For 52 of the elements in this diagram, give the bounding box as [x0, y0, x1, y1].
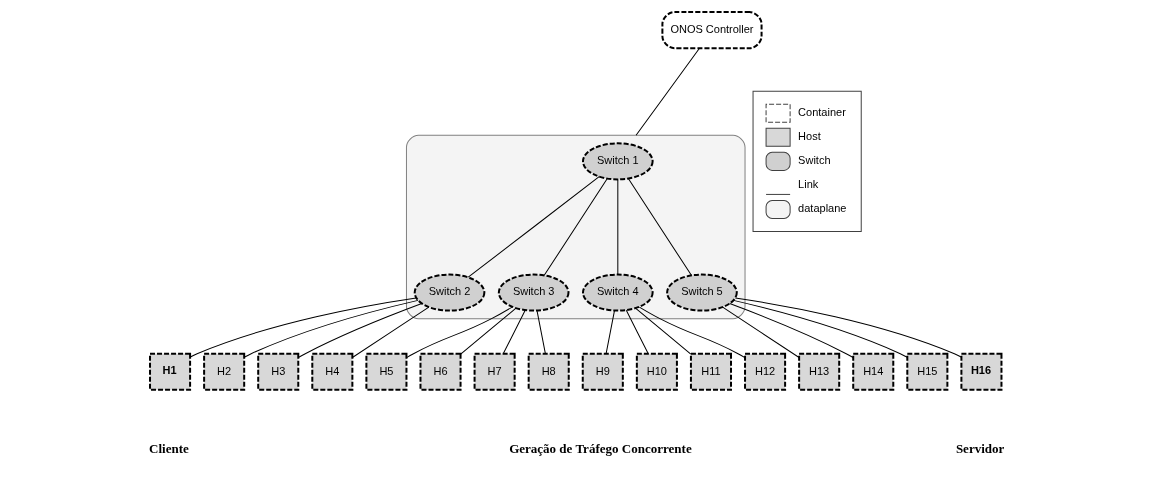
node-box: H5: [365, 352, 408, 391]
node-box: H3: [257, 352, 300, 391]
node-ellipse: Switch 2: [413, 273, 486, 312]
node-box: H7: [473, 352, 516, 391]
node-box: H9: [581, 352, 624, 391]
connector: [189, 297, 417, 358]
connector: [543, 178, 608, 276]
connector: [638, 306, 746, 359]
node-box: H2: [203, 352, 246, 391]
connector: [460, 307, 517, 355]
node-box: H1: [149, 352, 192, 391]
connector: [729, 303, 854, 358]
connector: [635, 47, 700, 136]
node-box: H11: [689, 352, 732, 391]
node-box: H12: [744, 352, 787, 391]
connector: [406, 306, 513, 359]
label: Servidor: [955, 441, 1005, 457]
node-box: H15: [906, 352, 949, 391]
label: Cliente: [149, 441, 189, 457]
connector: [732, 299, 908, 358]
label: Geração de Tráfego Concorrente: [509, 441, 692, 457]
node-box: ONOS Controller: [661, 11, 763, 50]
connector: [625, 309, 649, 354]
connector: [722, 306, 800, 358]
connector: [467, 176, 600, 278]
node-ellipse: Switch 1: [582, 142, 654, 181]
connector: [635, 307, 692, 355]
connector: [243, 299, 419, 358]
connector: [536, 310, 546, 355]
node-box: H16: [960, 352, 1003, 391]
connector: [502, 309, 526, 354]
connector: [605, 310, 615, 355]
node-box: H14: [852, 352, 895, 391]
node-box: H4: [311, 352, 354, 391]
legend-label: dataplane: [798, 202, 847, 215]
node-ellipse: Switch 3: [497, 273, 570, 312]
node-ellipse: Switch 5: [666, 273, 738, 312]
legend-label: Container: [798, 106, 846, 119]
connector: [297, 303, 423, 358]
node-box: H10: [635, 352, 678, 391]
legend-label: Link: [798, 178, 819, 191]
connector: [734, 297, 962, 358]
node-ellipse: Switch 4: [582, 273, 654, 312]
connector: [617, 179, 619, 275]
connector: [351, 306, 430, 358]
connector: [628, 178, 692, 276]
node-box: H8: [527, 352, 570, 391]
node-box: H6: [419, 352, 462, 391]
legend-label: Switch: [798, 154, 831, 167]
legend-label: Host: [798, 130, 821, 143]
node-box: H13: [798, 352, 841, 391]
cluster: [405, 134, 746, 320]
